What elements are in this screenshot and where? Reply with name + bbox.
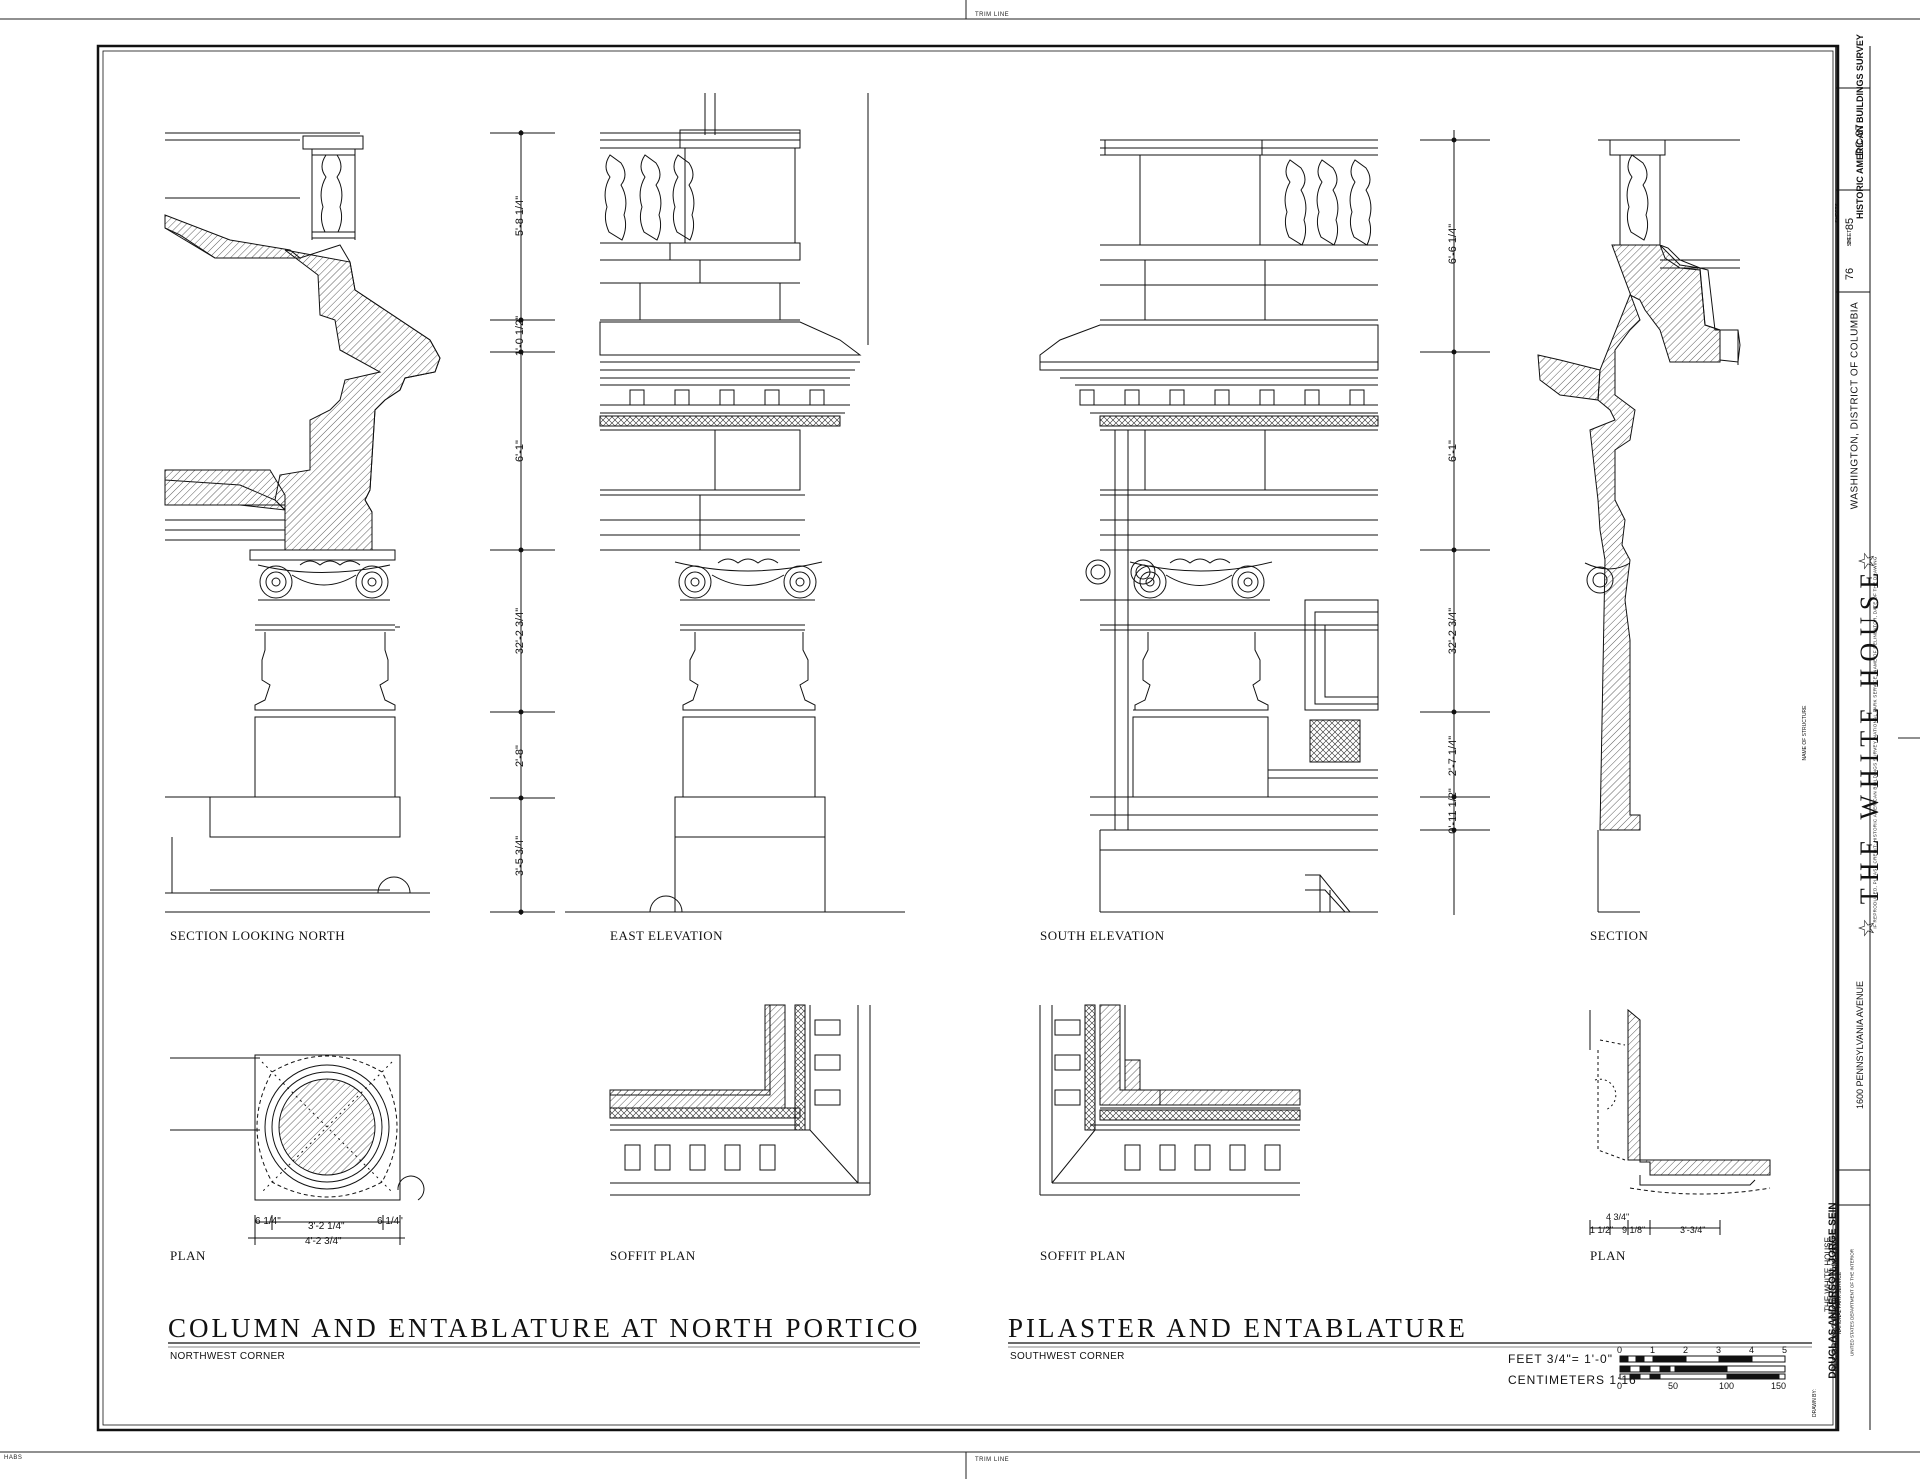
sheet-border <box>96 44 1840 1432</box>
dimension-string-left <box>490 130 555 915</box>
scale-cm-tick-0: 0 <box>1617 1381 1623 1391</box>
tb-sheets-count: 85 <box>1844 217 1856 231</box>
dim-right-2: 6'-1" <box>1447 440 1459 462</box>
scale-feet-label: FEET 3/4"= 1'-0" <box>1508 1352 1613 1366</box>
scale-cm-tick-150: 150 <box>1771 1381 1787 1391</box>
scale-feet-tick-0: 0 <box>1617 1345 1623 1355</box>
trim-label-bottom: TRIM LINE <box>975 1457 1010 1463</box>
dim-left-3: 6'-1" <box>514 440 526 462</box>
dentil-row <box>1124 1144 1281 1171</box>
dim-right-1: 6'-6 1/4" <box>1447 223 1459 265</box>
label-soffit-plan-left: SOFFIT PLAN <box>610 1248 696 1263</box>
label-east-elevation: EAST ELEVATION <box>610 928 724 943</box>
label-soffit-plan-right: SOFFIT PLAN <box>1040 1248 1126 1263</box>
east-elevation <box>565 93 905 913</box>
dentil-col <box>814 1019 841 1106</box>
tb-credit: IF REPRODUCED, PLEASE CREDIT: HISTORIC A… <box>1872 556 1878 929</box>
scale-cm-tick-50: 50 <box>1668 1381 1679 1391</box>
plan-left-dim-a: 6 1/4" <box>255 1216 281 1227</box>
dim-right-4: 2'-7 1/4" <box>1447 735 1459 777</box>
capital-scroll <box>1085 558 1273 599</box>
dim-left-2: 1'-0 1/2" <box>514 315 526 357</box>
title-pilaster-entablature: PILASTER AND ENTABLATURE <box>1008 1313 1468 1343</box>
scale-cm-label: CENTIMETERS 1:16 <box>1508 1373 1637 1387</box>
scale-feet-tick-1: 1 <box>1650 1345 1656 1355</box>
section-right <box>1537 139 1741 913</box>
plan-left <box>170 1054 425 1245</box>
title-column-entablature: COLUMN AND ENTABLATURE AT NORTH PORTICO <box>168 1313 921 1343</box>
tb-city: WASHINGTON, DISTRICT OF COLUMBIA <box>1849 301 1861 510</box>
habs-corner-mark: HABS <box>4 1455 23 1461</box>
dim-left-4: 32'-2 3/4" <box>514 607 526 655</box>
label-section: SECTION <box>1590 928 1649 943</box>
dim-left-5: 2'-8" <box>514 745 526 767</box>
baluster-row <box>604 154 695 241</box>
capital-scroll <box>1584 562 1631 594</box>
south-elevation <box>1039 139 1379 913</box>
baluster-row <box>1284 159 1372 246</box>
soffit-plan-left <box>609 1004 871 1196</box>
capital-scroll <box>674 558 823 599</box>
scale-cm-tick-100: 100 <box>1719 1381 1735 1391</box>
trim-label-top: TRIM LINE <box>975 12 1010 18</box>
section-looking-north <box>164 132 441 913</box>
dimension-string-right <box>1420 130 1490 915</box>
title-block-lines <box>1836 46 1871 1430</box>
plan-right-dim-d: 3'-3/4" <box>1680 1225 1706 1235</box>
dentil-row <box>624 1144 776 1171</box>
scale-feet-tick-3: 3 <box>1716 1345 1722 1355</box>
dim-left-6: 3'-5 3/4" <box>514 835 526 877</box>
plan-left-dim-b: 3'-2 1/4" <box>308 1221 345 1232</box>
scale-feet-tick-5: 5 <box>1782 1345 1788 1355</box>
plan-left-dim-total: 4'-2 3/4" <box>305 1236 342 1247</box>
dentil-row <box>1079 389 1365 406</box>
plan-right <box>1589 1008 1771 1235</box>
dentil-row <box>629 389 825 406</box>
dim-right-5: 0'-11 1/2" <box>1447 788 1459 834</box>
label-plan-left: PLAN <box>170 1248 206 1263</box>
capital-scroll <box>257 560 391 599</box>
scale-feet-tick-2: 2 <box>1683 1345 1689 1355</box>
label-section-looking-north: SECTION LOOKING NORTH <box>170 928 346 943</box>
tb-survey-number: DC-37 <box>1854 124 1866 156</box>
tb-name-label: NAME OF STRUCTURE <box>1802 705 1808 761</box>
tb-address: 1600 PENNSYLVANIA AVENUE <box>1855 980 1865 1110</box>
tb-nps: NATIONAL PARK SERVICE <box>1837 1271 1843 1335</box>
plan-right-dim-b: 1 1/2" <box>1590 1225 1614 1235</box>
tb-building-name: THE WHITE HOUSE <box>1855 565 1884 905</box>
subtitle-southwest-corner: SOUTHWEST CORNER <box>1010 1351 1125 1362</box>
label-plan-right: PLAN <box>1590 1248 1626 1263</box>
dim-left-1: 5'-8 1/4" <box>514 195 526 237</box>
title-rules <box>168 1342 1812 1348</box>
soffit-plan-right <box>1039 1004 1301 1196</box>
subtitle-northwest-corner: NORTHWEST CORNER <box>170 1351 285 1362</box>
tb-dept: UNITED STATES DEPARTMENT OF THE INTERIOR <box>1849 1249 1855 1357</box>
plan-right-dim-a: 4 3/4" <box>1606 1212 1630 1222</box>
dentil-col <box>1054 1019 1081 1106</box>
label-south-elevation: SOUTH ELEVATION <box>1040 928 1165 943</box>
dim-right-3: 32'-2 3/4" <box>1447 607 1459 655</box>
tb-sheets-label: SHEETS <box>1835 203 1841 224</box>
scale-feet-tick-4: 4 <box>1749 1345 1755 1355</box>
tb-drawn-label: DRAWN BY: <box>1812 1389 1818 1417</box>
plan-left-dim-c: 6 1/4" <box>377 1216 403 1227</box>
graphic-scale <box>1619 1355 1786 1380</box>
plan-right-dim-c: 9 1/8" <box>1622 1225 1646 1235</box>
